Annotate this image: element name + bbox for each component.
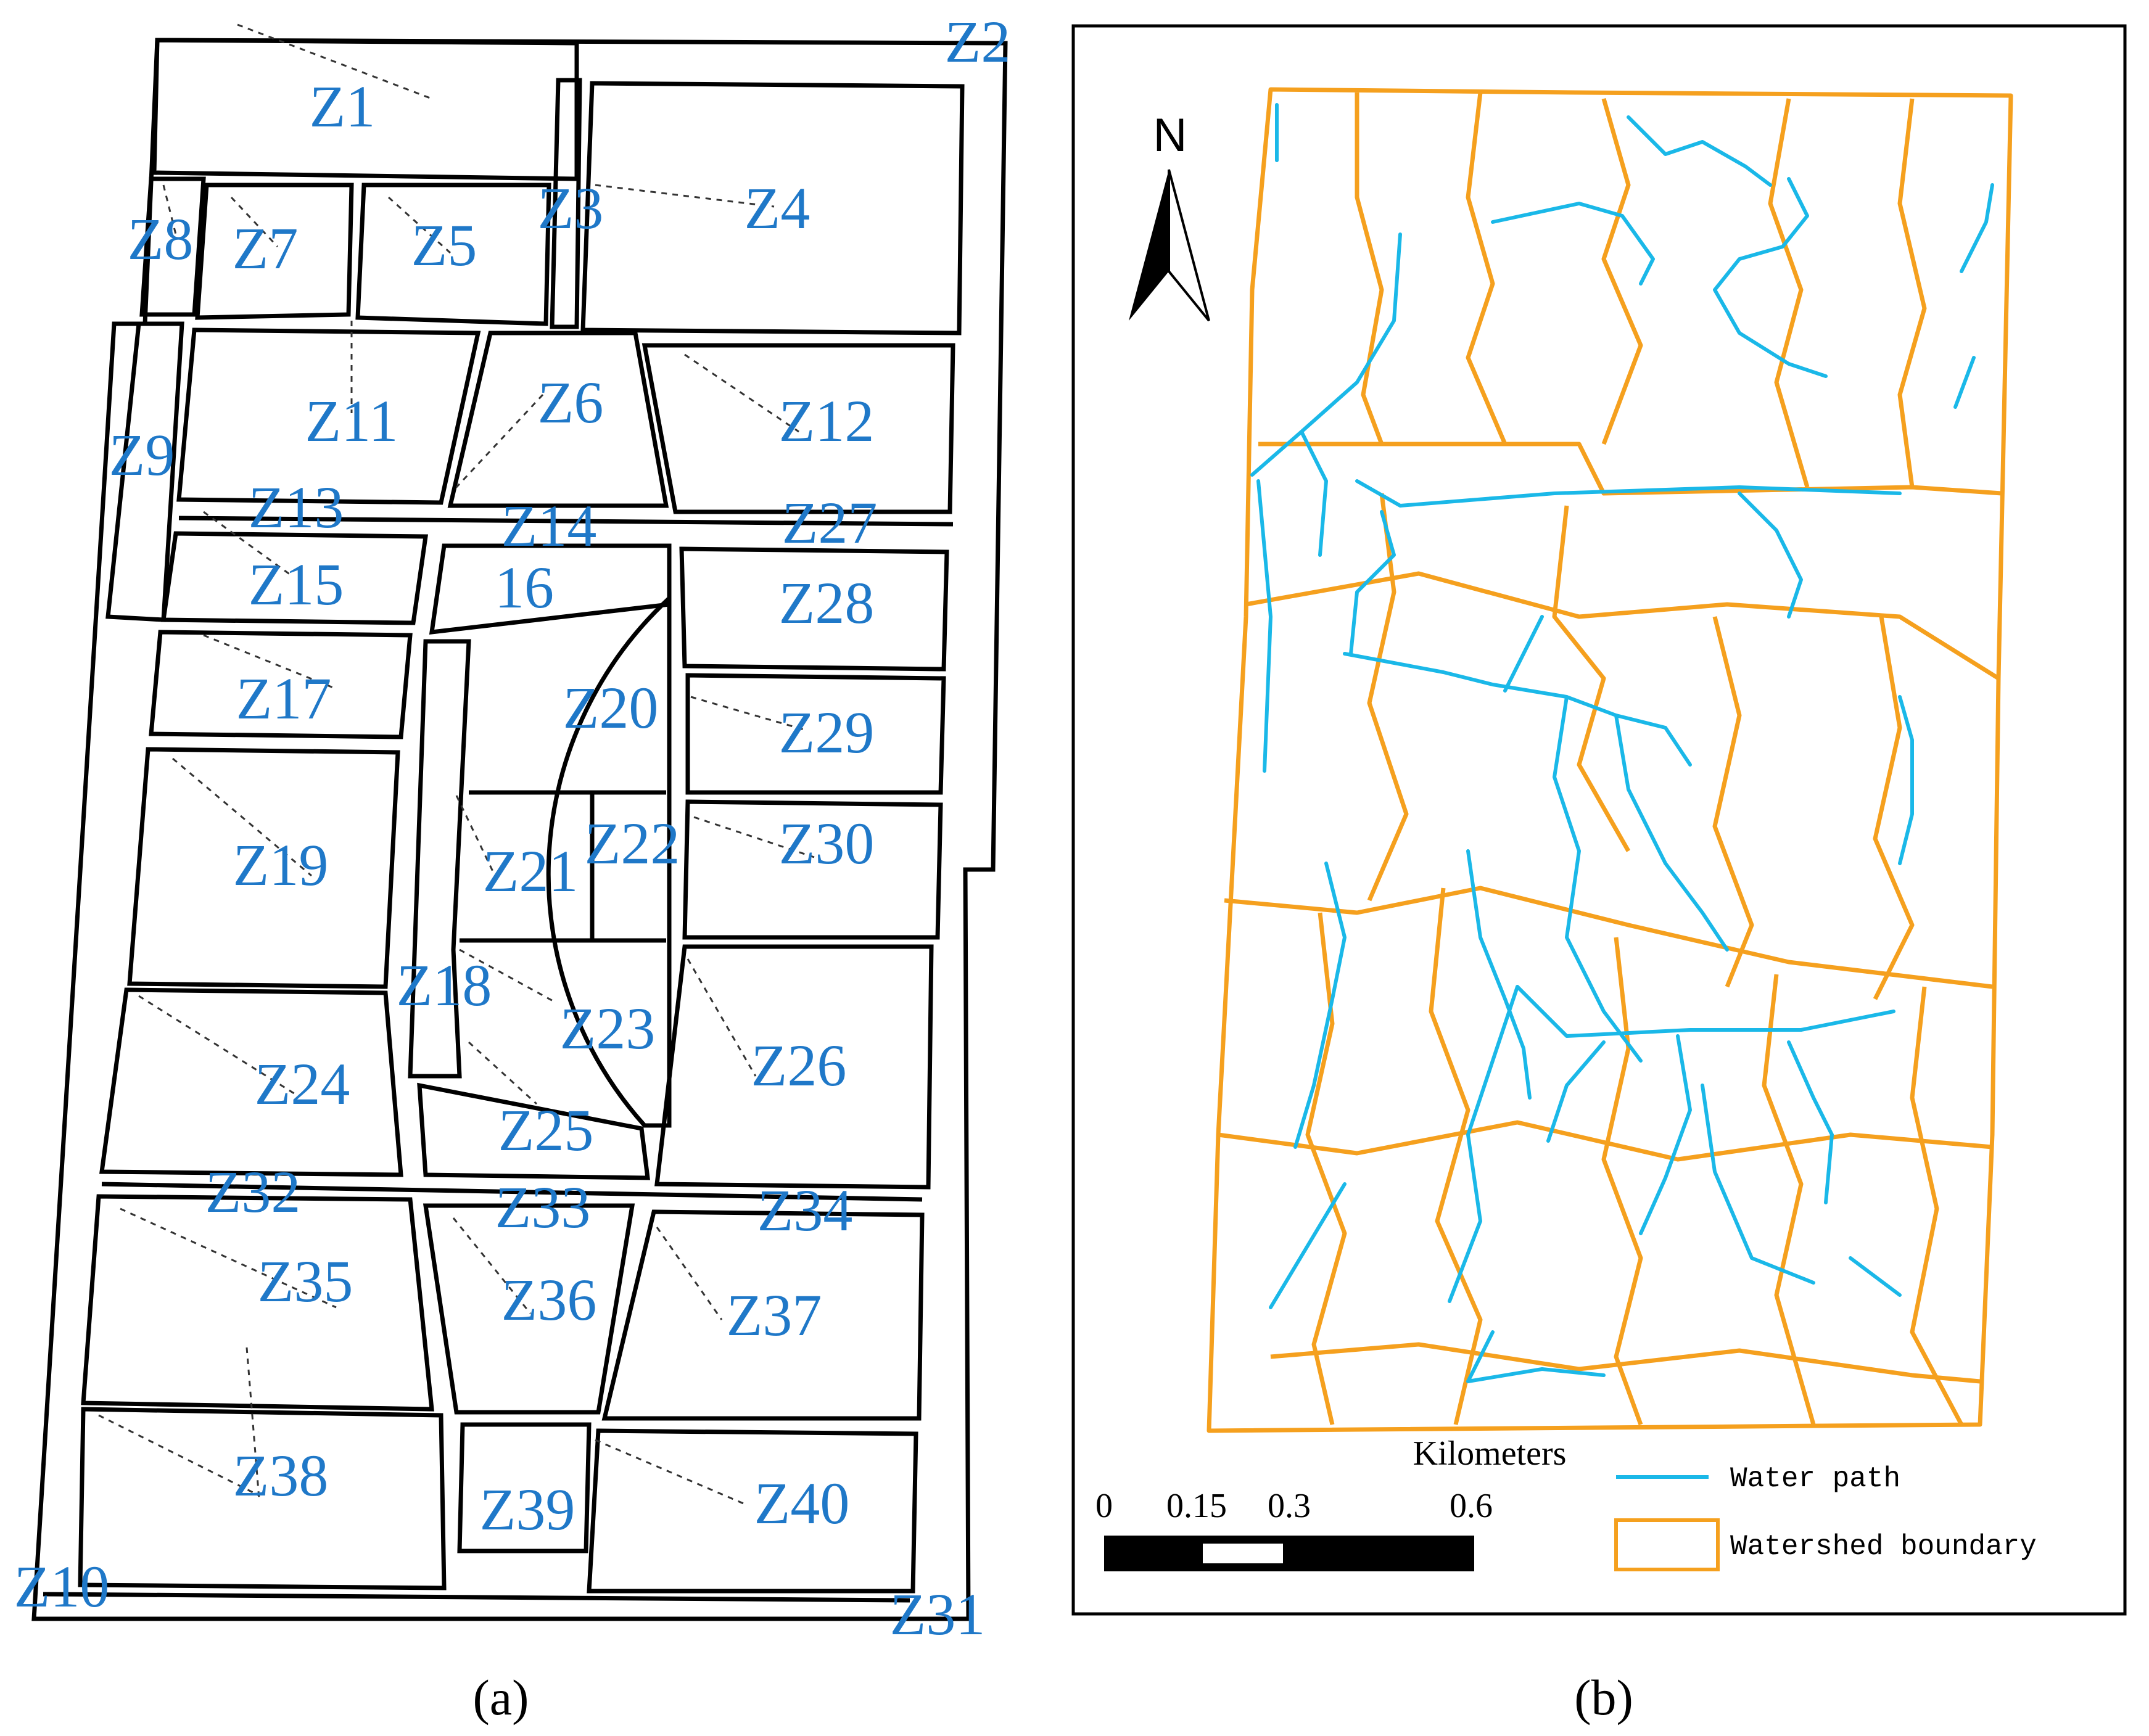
block-z12 <box>641 343 955 514</box>
zone-label: Z35 <box>258 1248 353 1314</box>
strip-z13 <box>178 516 954 527</box>
zone-label: Z33 <box>495 1174 591 1240</box>
leader-lines <box>98 23 815 1506</box>
zone-label: Z32 <box>205 1159 301 1225</box>
zone-label: Z9 <box>109 422 175 488</box>
zone-label: Z6 <box>538 369 604 435</box>
zone-label: Z23 <box>560 995 656 1061</box>
zone-label: Z13 <box>249 474 344 540</box>
zone-label: Z21 <box>483 838 579 904</box>
block-z39 <box>457 1422 592 1553</box>
zone-label: Z34 <box>757 1177 853 1243</box>
zone-label: Z5 <box>411 212 477 278</box>
block-z6 <box>447 331 669 508</box>
block-z35 <box>81 1194 434 1412</box>
block-z37 <box>601 1209 925 1421</box>
zone-label: Z8 <box>128 206 194 272</box>
zone-label: Z14 <box>501 493 597 559</box>
zone-label: Z25 <box>498 1097 594 1163</box>
block-z40 <box>587 1428 918 1594</box>
zone-label: Z11 <box>305 388 398 454</box>
strip-z32 <box>101 1182 923 1202</box>
zone-label: Z3 <box>538 175 604 241</box>
semicircle-block <box>546 593 672 1128</box>
legend: Water path Watershed boundary <box>1614 1463 2037 1571</box>
zone-label: Z30 <box>779 810 875 876</box>
zone-label: Z19 <box>233 832 329 898</box>
watershed-boundaries <box>1206 87 2013 1433</box>
block-z24 <box>99 987 403 1177</box>
block-z29 <box>685 673 946 795</box>
panel-b-frame <box>1071 24 2127 1616</box>
zone-label: Z37 <box>727 1282 822 1348</box>
water-paths <box>1250 103 1994 1383</box>
legend-watershed-swatch <box>1614 1518 1720 1571</box>
block-z28 <box>679 546 949 672</box>
zone-label: Z27 <box>782 490 878 556</box>
zone-label: Z2 <box>945 9 1011 75</box>
block-z15 <box>160 531 429 625</box>
zone-label: Z17 <box>236 665 332 731</box>
scale-tick-3: 0.6 <box>1450 1487 1493 1525</box>
zone-label: Z36 <box>501 1267 597 1333</box>
legend-water-path-label: Water path <box>1730 1463 1900 1495</box>
zone-label: Z18 <box>397 952 492 1018</box>
caption-a: (a) <box>472 1669 529 1726</box>
zone-label: Z26 <box>751 1032 847 1098</box>
block-z8 <box>139 176 206 317</box>
zone-label: Z28 <box>779 570 875 636</box>
block-z26 <box>654 944 934 1190</box>
north-arrow-icon: N <box>1129 109 1210 322</box>
zone-label: Z10 <box>14 1553 110 1619</box>
strip-z10 <box>43 1592 910 1603</box>
block-z18 <box>408 639 471 1079</box>
block-z36 <box>423 1203 635 1415</box>
scale-bar: Kilometers 0 0.15 0.3 0.6 <box>1095 1434 1566 1571</box>
site-boundary <box>31 38 1008 1621</box>
zone-label: Z31 <box>890 1581 986 1647</box>
block-z11 <box>176 327 481 505</box>
zone-label: Z22 <box>585 810 680 876</box>
scale-tick-2: 0.3 <box>1268 1487 1311 1525</box>
zone-label: Z29 <box>779 699 875 765</box>
zone-label: Z7 <box>233 215 299 281</box>
block-z4 <box>580 81 965 335</box>
caption-b: (b) <box>1574 1669 1633 1726</box>
block-z38 <box>78 1407 447 1590</box>
legend-watershed-label: Watershed boundary <box>1730 1531 2037 1563</box>
zone-label: Z4 <box>745 175 811 241</box>
north-label: N <box>1153 109 1187 162</box>
zone-label: Z38 <box>233 1442 329 1508</box>
block-z25 <box>417 1082 650 1180</box>
scale-title: Kilometers <box>1413 1434 1567 1473</box>
block-z7 <box>195 183 354 320</box>
zone-label: 16 <box>495 554 554 620</box>
block-z30 <box>682 799 943 940</box>
zone-label: Z24 <box>255 1051 350 1117</box>
zone-label: Z20 <box>563 675 659 741</box>
block-z19 <box>127 747 400 989</box>
zone-label: Z39 <box>480 1476 575 1542</box>
zone-label: Z1 <box>310 73 376 139</box>
zone-label: Z15 <box>249 551 344 617</box>
block-z17 <box>149 630 413 739</box>
scale-tick-1: 0.15 <box>1166 1487 1227 1525</box>
scale-tick-0: 0 <box>1095 1487 1113 1525</box>
block-z3 <box>550 78 582 329</box>
zone-label: Z12 <box>779 388 875 454</box>
block-z5 <box>355 183 551 326</box>
zone-label: Z40 <box>754 1470 850 1536</box>
zone-map-panel <box>31 38 1008 1621</box>
